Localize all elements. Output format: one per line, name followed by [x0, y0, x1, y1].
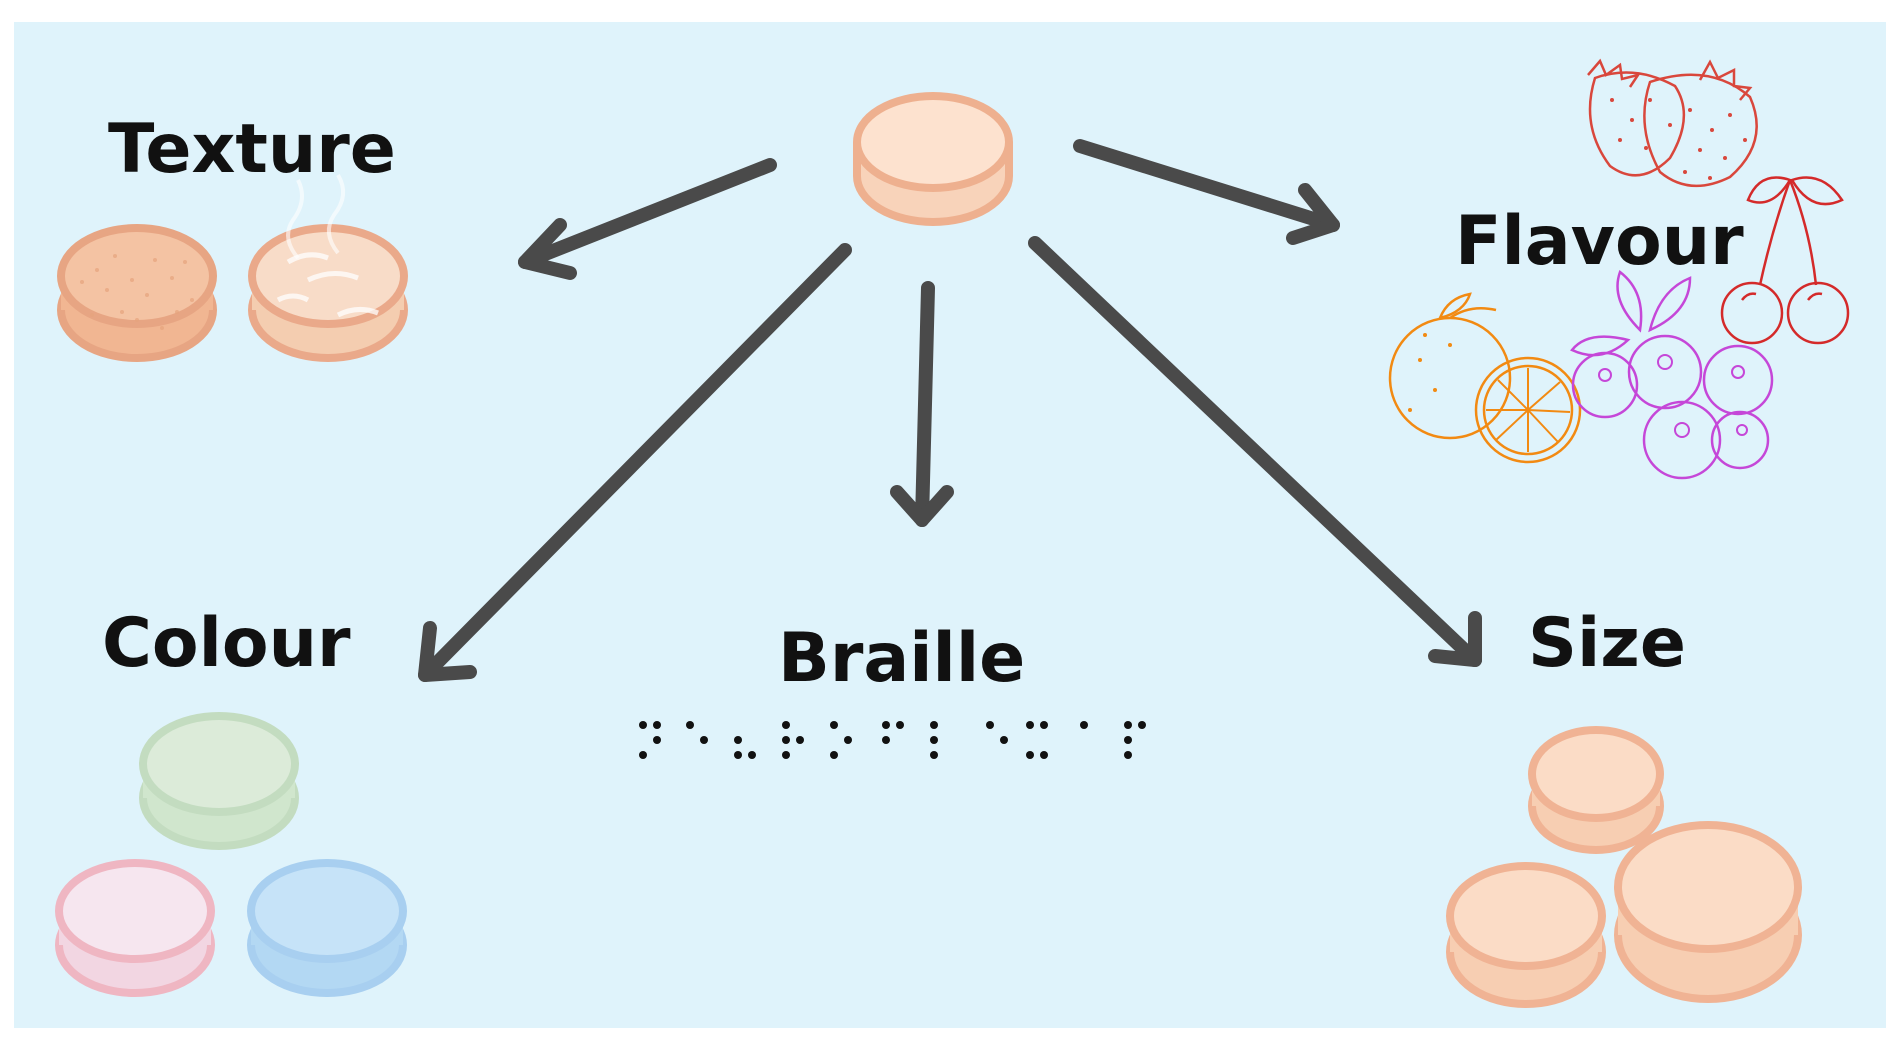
texture-rough-tablet-icon [57, 224, 217, 362]
blueberry-icon [1570, 269, 1774, 480]
size-medium-tablet-icon [1446, 862, 1606, 1008]
strawberry-icon [1587, 58, 1758, 188]
texture-label: Texture [108, 110, 396, 189]
arrow-to-size [1028, 236, 1482, 667]
colour-label: Colour [102, 604, 351, 683]
size-label: Size [1528, 604, 1686, 683]
colour-pink-tablet-icon [55, 859, 215, 997]
size-large-tablet-icon [1614, 821, 1802, 1003]
arrow-to-flavour [1073, 139, 1340, 245]
texture-smooth-tablet-icon [248, 173, 408, 362]
cherry-icon [1720, 176, 1850, 345]
arrow-to-colour [418, 243, 852, 682]
central-tablet-icon [853, 92, 1013, 226]
braille-label: Braille [778, 619, 1026, 698]
orange-icon [1388, 292, 1582, 464]
colour-green-tablet-icon [139, 712, 299, 850]
arrow-to-texture [518, 158, 777, 280]
arrow-to-braille [890, 281, 954, 527]
flavour-label: Flavour [1455, 202, 1744, 281]
braille-text [639, 721, 1146, 759]
colour-blue-tablet-icon [247, 859, 407, 997]
size-small-tablet-icon [1528, 726, 1664, 854]
